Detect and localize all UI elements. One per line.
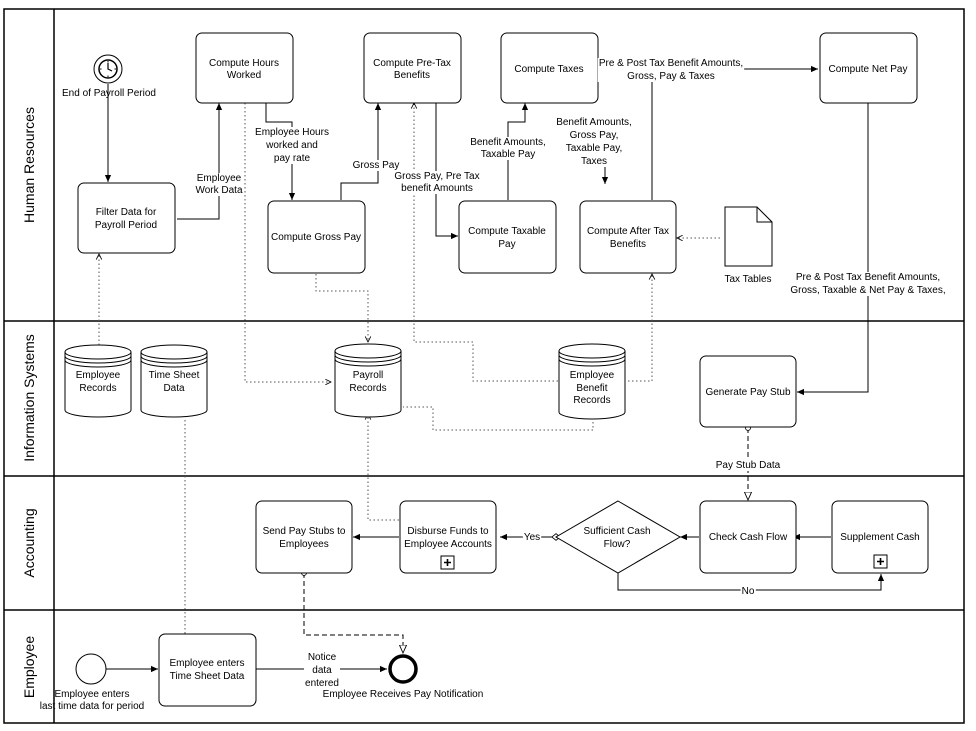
start-timer-event[interactable]	[93, 54, 123, 84]
task-compute-net-pay[interactable]: Compute Net Pay	[819, 32, 918, 104]
lane-title-information-systems: Information Systems	[21, 334, 37, 462]
document-tax-tables-label: Tax Tables	[724, 274, 771, 285]
start-timer-label: End of Payroll Period	[62, 88, 156, 99]
label-halo	[351, 160, 401, 171]
assoc-disburse-payroll	[368, 414, 399, 521]
label-no: No	[742, 586, 755, 597]
task-label: Generate Pay Stub	[705, 387, 790, 398]
subprocess-plus-icon[interactable]	[440, 555, 455, 570]
end-event-label: Employee Receives Pay Notification	[323, 689, 484, 700]
task-label: Supplement Cash	[840, 532, 920, 543]
label-pre-post-gross: Pre & Post Tax Benefit Amounts,Gross, Pa…	[599, 58, 743, 82]
msg-sendstubs-to-end	[304, 573, 403, 653]
lane-title-human-resources: Human Resources	[21, 107, 37, 223]
data-associations	[99, 103, 720, 634]
label-yes: Yes	[524, 532, 540, 543]
task-compute-taxes[interactable]: Compute Taxes	[500, 32, 599, 104]
flow-pretax-to-taxable	[435, 103, 458, 240]
flow-netpay-to-paystub	[797, 103, 869, 396]
label-halo	[789, 272, 947, 296]
assoc-hours-payroll	[244, 103, 331, 382]
end-event[interactable]	[388, 654, 418, 684]
lane-title-accounting: Accounting	[21, 508, 37, 577]
task-label: Compute Gross Pay	[271, 232, 361, 243]
label-halo	[522, 532, 542, 543]
flow-gross-to-pretax	[340, 103, 382, 200]
task-label: Compute Net Pay	[829, 64, 908, 75]
assoc-pretax-benefits	[414, 103, 558, 382]
task-supplement-cash[interactable]: Supplement Cash	[831, 500, 929, 574]
task-check-cash-flow[interactable]: Check Cash Flow	[699, 500, 797, 574]
label-benefit-gross-taxes: Benefit Amounts,Gross Pay,Taxable Pay,Ta…	[556, 117, 632, 167]
task-generate-pay-stub[interactable]: Generate Pay Stub	[699, 355, 797, 428]
label-halo	[254, 127, 330, 164]
lane-title-employee: Employee	[21, 636, 37, 698]
label-gross-pay: Gross Pay	[353, 160, 400, 171]
label-benefit-taxable: Benefit Amounts,Taxable Pay	[470, 137, 546, 160]
label-halo	[597, 58, 745, 82]
label-pay-stub-data: Pay Stub Data	[716, 460, 781, 471]
assoc-gross-payroll	[315, 274, 368, 342]
assoc-payroll-benefits	[403, 406, 594, 431]
start-event-employee[interactable]	[75, 653, 107, 685]
task-label: Compute Taxes	[514, 64, 583, 75]
subprocess-plus-icon[interactable]	[873, 554, 888, 569]
task-compute-gross-pay[interactable]: Compute Gross Pay	[267, 200, 366, 274]
label-pre-post-net: Pre & Post Tax Benefit Amounts,Gross, Ta…	[790, 272, 945, 296]
task-label: Check Cash Flow	[709, 532, 788, 543]
assoc-aftertax-benefits	[628, 274, 652, 382]
label-halo	[194, 173, 244, 196]
label-halo	[740, 586, 756, 597]
flow-aftertax-to-netpay	[651, 65, 818, 200]
label-halo	[304, 652, 340, 689]
document-tax-tables[interactable]	[724, 206, 773, 267]
label-halo	[714, 460, 782, 471]
pool	[3, 8, 965, 724]
label-halo	[469, 137, 547, 160]
flow-taxable-to-taxes	[507, 103, 529, 200]
label-halo	[393, 171, 481, 194]
clock-icon	[98, 59, 118, 79]
label-halo	[555, 117, 633, 167]
flow-filter-to-hours	[177, 103, 223, 220]
